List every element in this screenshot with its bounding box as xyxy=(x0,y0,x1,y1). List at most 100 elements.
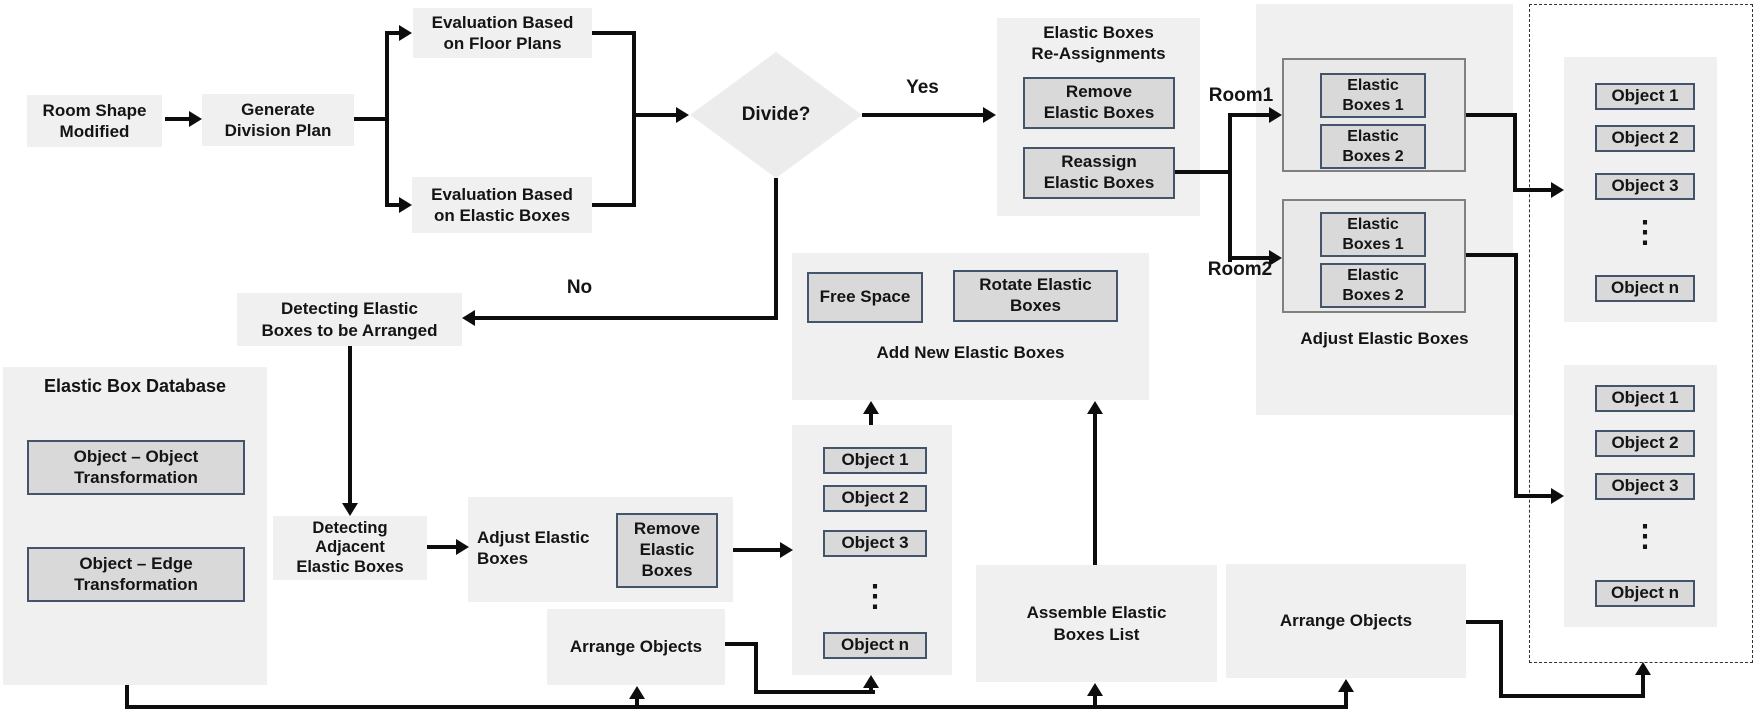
flow-line xyxy=(1513,188,1552,192)
mid-list-ellipsis: ⋮ xyxy=(860,580,890,613)
flow-line xyxy=(1344,690,1348,705)
arrow-right-icon xyxy=(1551,182,1564,198)
flow-line xyxy=(1499,694,1645,698)
elastic-box-database-container xyxy=(3,367,267,685)
flow-line xyxy=(427,545,458,549)
reassignments-title: Elastic Boxes Re-Assignments xyxy=(1031,23,1166,64)
rotate-elastic-boxes-box: Rotate Elastic Boxes xyxy=(953,270,1118,322)
node-evaluation-floor-plans: Evaluation Based on Floor Plans xyxy=(413,8,592,58)
room1-elastic-boxes-2: Elastic Boxes 2 xyxy=(1320,124,1426,169)
flow-line xyxy=(1228,256,1269,260)
flow-line xyxy=(385,31,399,35)
object-object-transformation-box: Object – Object Transformation xyxy=(27,440,245,495)
flow-line xyxy=(1514,494,1552,498)
flow-line xyxy=(474,316,778,320)
decision-divide: Divide? xyxy=(690,52,862,178)
edge-label-no: No xyxy=(566,277,593,298)
flow-line xyxy=(635,697,639,705)
adjust-elastic-boxes-right-caption: Adjust Elastic Boxes xyxy=(1300,329,1469,348)
flow-line xyxy=(125,685,129,709)
flow-line xyxy=(1641,673,1645,694)
top-list-object-n: Object n xyxy=(1595,275,1695,302)
flow-line xyxy=(774,178,778,320)
node-room-shape-modified: Room Shape Modified xyxy=(27,95,162,147)
arrow-right-icon xyxy=(780,542,793,558)
arrow-right-icon xyxy=(1269,107,1282,123)
remove-elastic-boxes-box: Remove Elastic Boxes xyxy=(1023,77,1175,129)
flow-line xyxy=(1228,113,1269,117)
flow-line xyxy=(125,705,1348,709)
room1-elastic-boxes-1: Elastic Boxes 1 xyxy=(1320,73,1426,118)
flow-line xyxy=(754,690,875,694)
flow-line xyxy=(1093,694,1097,705)
edge-label-yes: Yes xyxy=(906,77,939,98)
flow-line xyxy=(1513,113,1517,192)
flow-line xyxy=(862,113,983,117)
flow-line xyxy=(165,117,192,121)
node-generate-division-plan: Generate Division Plan xyxy=(202,94,354,146)
flow-line xyxy=(1466,253,1518,257)
node-detecting-adjacent-elastic-boxes: Detecting Adjacent Elastic Boxes xyxy=(273,516,427,580)
elastic-box-database-title: Elastic Box Database xyxy=(43,376,227,396)
flow-line xyxy=(385,31,389,207)
flow-line xyxy=(1466,620,1503,624)
bottom-list-ellipsis: ⋮ xyxy=(1630,520,1660,553)
free-space-box: Free Space xyxy=(807,272,923,323)
arrow-up-icon xyxy=(863,401,879,414)
flow-line xyxy=(354,117,387,121)
arrow-right-icon xyxy=(189,111,202,127)
edge-label-room2: Room2 xyxy=(1207,259,1273,280)
top-list-object-2: Object 2 xyxy=(1595,125,1695,152)
arrow-right-icon xyxy=(1269,250,1282,266)
arrow-up-icon xyxy=(1635,662,1651,675)
arrow-left-icon xyxy=(462,310,475,326)
flow-line xyxy=(754,642,758,694)
add-new-elastic-boxes-caption: Add New Elastic Boxes xyxy=(876,343,1065,362)
bottom-list-object-n: Object n xyxy=(1595,580,1695,607)
mid-list-object-1: Object 1 xyxy=(823,447,927,474)
top-list-object-3: Object 3 xyxy=(1595,173,1695,200)
flow-line xyxy=(869,686,873,694)
node-assemble-elastic-boxes-list: Assemble Elastic Boxes List xyxy=(976,565,1217,682)
mid-list-object-3: Object 3 xyxy=(823,530,927,557)
arrow-up-icon xyxy=(1087,401,1103,414)
flow-line xyxy=(592,31,636,35)
flow-line xyxy=(1514,253,1518,498)
node-arrange-objects-2: Arrange Objects xyxy=(1226,564,1466,678)
flow-line xyxy=(1228,113,1232,262)
edge-label-room1: Room1 xyxy=(1208,85,1274,106)
arrow-right-icon xyxy=(983,107,996,123)
flow-line xyxy=(632,31,636,207)
flow-line xyxy=(632,113,676,117)
node-evaluation-elastic-boxes: Evaluation Based on Elastic Boxes xyxy=(412,177,592,233)
flow-line xyxy=(589,203,636,207)
arrow-up-icon xyxy=(1087,683,1103,696)
object-edge-transformation-box: Object – Edge Transformation xyxy=(27,547,245,602)
top-list-object-1: Object 1 xyxy=(1595,83,1695,110)
arrow-up-icon xyxy=(863,675,879,688)
flow-line xyxy=(348,346,352,504)
arrow-right-icon xyxy=(399,25,412,41)
flow-line xyxy=(869,412,873,425)
flow-line xyxy=(1466,113,1517,117)
top-list-ellipsis: ⋮ xyxy=(1630,216,1660,249)
bottom-list-object-3: Object 3 xyxy=(1595,473,1695,500)
flow-line xyxy=(1093,412,1097,565)
flow-line xyxy=(725,642,758,646)
reassign-elastic-boxes-box: Reassign Elastic Boxes xyxy=(1023,147,1175,199)
node-detecting-elastic-boxes-to-be-arranged: Detecting Elastic Boxes to be Arranged xyxy=(237,293,462,346)
mid-list-object-n: Object n xyxy=(823,632,927,659)
arrow-right-icon xyxy=(456,539,469,555)
flow-line xyxy=(1499,620,1503,698)
flow-line xyxy=(1175,170,1232,174)
arrow-right-icon xyxy=(1551,488,1564,504)
bottom-list-object-2: Object 2 xyxy=(1595,430,1695,457)
node-arrange-objects-1: Arrange Objects xyxy=(547,609,725,685)
room2-elastic-boxes-2: Elastic Boxes 2 xyxy=(1320,263,1426,308)
mid-list-object-2: Object 2 xyxy=(823,485,927,512)
arrow-up-icon xyxy=(1338,679,1354,692)
flow-line xyxy=(385,203,399,207)
arrow-up-icon xyxy=(629,686,645,699)
arrow-down-icon xyxy=(342,503,358,516)
